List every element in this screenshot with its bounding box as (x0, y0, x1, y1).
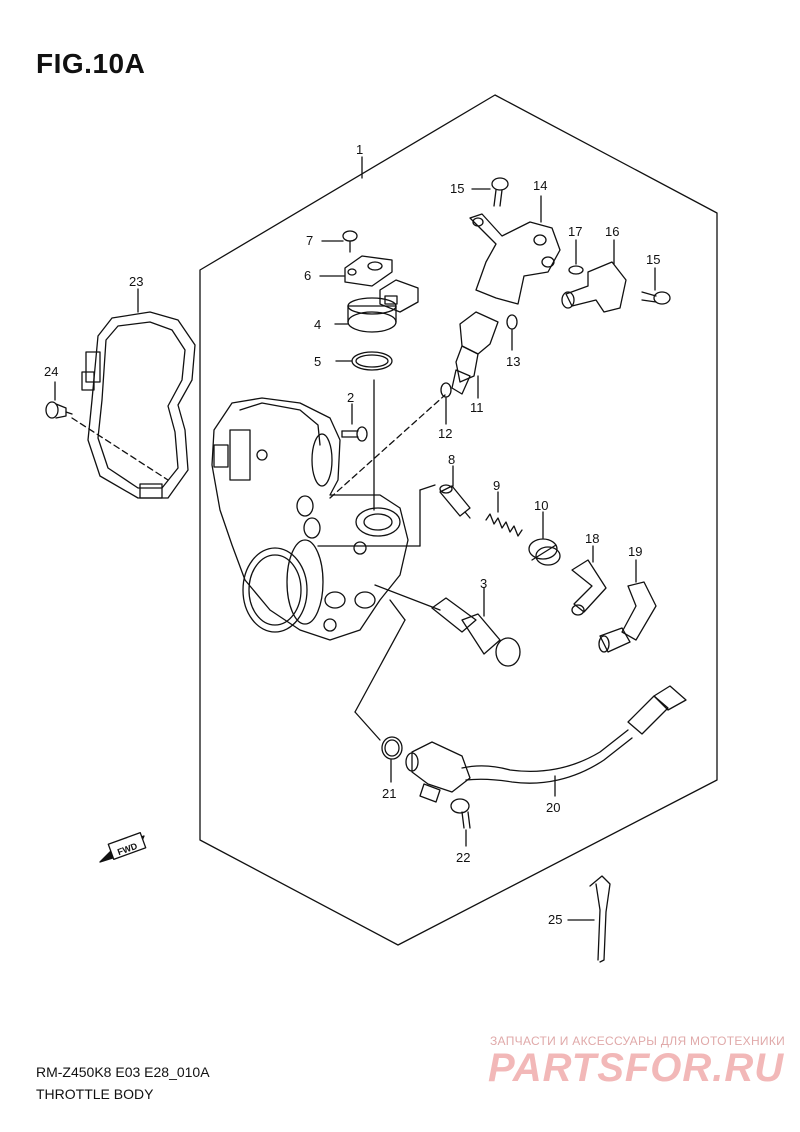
callout-22: 22 (456, 850, 470, 865)
part-15-screw-right (641, 267, 671, 305)
callout-23: 23 (129, 274, 143, 289)
fwd-arrow-icon (99, 832, 147, 863)
part-3-adjuster (431, 587, 521, 667)
callout-13: 13 (506, 354, 520, 369)
callout-10: 10 (534, 498, 548, 513)
part-6-clamp (319, 255, 393, 287)
figure-title: FIG.10A (36, 48, 146, 79)
part-18-hose (571, 545, 607, 616)
callout-6: 6 (304, 268, 311, 283)
callout-labels: 1 2 3 4 5 6 7 8 9 10 11 12 13 14 15 15 1… (44, 142, 660, 927)
part-9-spring (485, 513, 523, 537)
callout-3: 3 (480, 576, 487, 591)
part-19-hose (598, 559, 657, 653)
callout-9: 9 (493, 478, 500, 493)
callout-15-right: 15 (646, 252, 660, 267)
figure-name: THROTTLE BODY (36, 1086, 154, 1102)
callout-16: 16 (605, 224, 619, 239)
part-13-oring (506, 314, 518, 330)
throttle-body (211, 397, 409, 641)
watermark-logo: PARTSFOR.RU (488, 1046, 785, 1090)
callout-25: 25 (548, 912, 562, 927)
callout-12: 12 (438, 426, 452, 441)
part-21-oring (381, 736, 403, 760)
callout-17: 17 (568, 224, 582, 239)
callout-21: 21 (382, 786, 396, 801)
part-23-cover (81, 288, 196, 499)
callout-5: 5 (314, 354, 321, 369)
part-24-screw (45, 381, 169, 481)
callout-7: 7 (306, 233, 313, 248)
part-2-screw (341, 403, 368, 442)
callout-4: 4 (314, 317, 321, 332)
part-16-fitting (561, 239, 627, 313)
part-25-cable-tie (567, 875, 611, 963)
part-7-screw (321, 230, 358, 253)
part-11-injector (451, 311, 499, 399)
callout-20: 20 (546, 800, 560, 815)
callout-11: 11 (470, 400, 484, 415)
callout-14: 14 (533, 178, 547, 193)
part-8-plunger (439, 465, 471, 519)
watermark-tagline: ЗАПЧАСТИ И АКСЕССУАРЫ ДЛЯ МОТОТЕХНИКИ (490, 1034, 786, 1048)
callout-15-top: 15 (450, 181, 464, 196)
part-17-washer (568, 265, 584, 275)
part-14-bracket (469, 195, 561, 305)
part-15-screw-top (471, 177, 509, 207)
callout-18: 18 (585, 531, 599, 546)
part-12-oring (440, 382, 452, 398)
figure-code: RM-Z450K8 E03 E28_010A (36, 1064, 210, 1080)
part-10-nut (528, 511, 561, 566)
callout-8: 8 (448, 452, 455, 467)
callout-1: 1 (356, 142, 363, 157)
part-4-sensor (334, 279, 419, 333)
part-22-screw (450, 798, 471, 847)
callout-19: 19 (628, 544, 642, 559)
callout-24: 24 (44, 364, 58, 379)
part-20-sensor (405, 685, 687, 803)
callout-2: 2 (347, 390, 354, 405)
assembly-outline (199, 94, 718, 946)
